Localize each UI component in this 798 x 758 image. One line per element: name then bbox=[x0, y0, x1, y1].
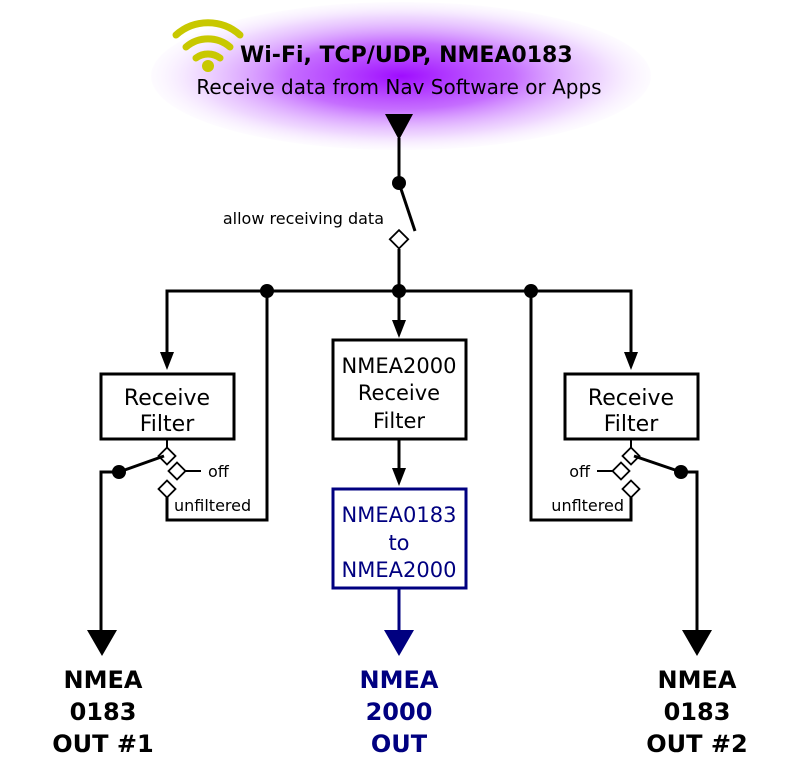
right-off-label: off bbox=[569, 462, 591, 481]
left-output-line3: OUT #1 bbox=[52, 730, 153, 754]
source-glow bbox=[151, 2, 651, 150]
converter-line2: to bbox=[388, 531, 409, 555]
left-unfiltered-label: unfiltered bbox=[174, 496, 251, 515]
center-filter-line1: NMEA2000 bbox=[342, 354, 457, 378]
center-output-line3: OUT bbox=[371, 730, 428, 754]
center-receive-filter bbox=[331, 338, 468, 441]
left-filter-line1: Receive bbox=[124, 386, 210, 411]
left-filtered-contact bbox=[157, 446, 177, 466]
switch-label: allow receiving data bbox=[223, 209, 384, 228]
left-filter-line2: Filter bbox=[140, 412, 195, 437]
center-output-line1: NMEA bbox=[360, 666, 439, 694]
left-bypass-line bbox=[165, 291, 269, 522]
right-off-contact bbox=[611, 461, 631, 481]
right-filter-arrowhead bbox=[624, 352, 638, 370]
right-filter-line1: Receive bbox=[588, 386, 674, 411]
left-output-arrowhead bbox=[87, 630, 117, 656]
receive-switch[interactable] bbox=[397, 182, 417, 232]
left-off-label: off bbox=[208, 462, 230, 481]
right-selector-switch[interactable] bbox=[633, 454, 682, 474]
converter-line1: NMEA0183 bbox=[342, 503, 457, 527]
left-selector-switch[interactable] bbox=[118, 454, 165, 474]
right-unfiltered-contact bbox=[621, 479, 641, 499]
center-filter-line3: Filter bbox=[373, 409, 425, 433]
right-filtered-contact bbox=[621, 446, 641, 466]
wifi-icon bbox=[172, 19, 244, 72]
left-off-contact bbox=[167, 461, 187, 481]
center-output-line2: 2000 bbox=[366, 698, 433, 726]
converter-arrowhead bbox=[392, 468, 406, 486]
left-unfiltered-contact bbox=[157, 479, 177, 499]
source-subtitle: Receive data from Nav Software or Apps bbox=[196, 75, 601, 99]
nmea0183-to-nmea2000-converter bbox=[331, 487, 468, 590]
center-filter-line2: Receive bbox=[358, 381, 440, 405]
left-output-line2: 0183 bbox=[70, 698, 137, 726]
right-output-line2: 0183 bbox=[664, 698, 731, 726]
left-filter-arrowhead bbox=[160, 352, 174, 370]
left-output-line1: NMEA bbox=[64, 666, 143, 694]
right-output-line bbox=[681, 470, 699, 632]
right-filter-line2: Filter bbox=[604, 412, 659, 437]
switch-contact bbox=[388, 228, 410, 250]
right-output-line1: NMEA bbox=[658, 666, 737, 694]
converter-line3: NMEA2000 bbox=[342, 558, 457, 582]
right-bypass-line bbox=[529, 291, 633, 522]
center-filter-arrowhead bbox=[392, 320, 406, 338]
source-arrowhead bbox=[385, 114, 413, 140]
right-output-arrowhead bbox=[682, 630, 712, 656]
center-output-arrowhead bbox=[384, 630, 414, 656]
right-output-line3: OUT #2 bbox=[646, 730, 747, 754]
right-unfiltered-label: unfltered bbox=[551, 496, 624, 515]
left-output-line bbox=[99, 470, 119, 632]
source-title: Wi-Fi, TCP/UDP, NMEA0183 bbox=[240, 43, 573, 68]
